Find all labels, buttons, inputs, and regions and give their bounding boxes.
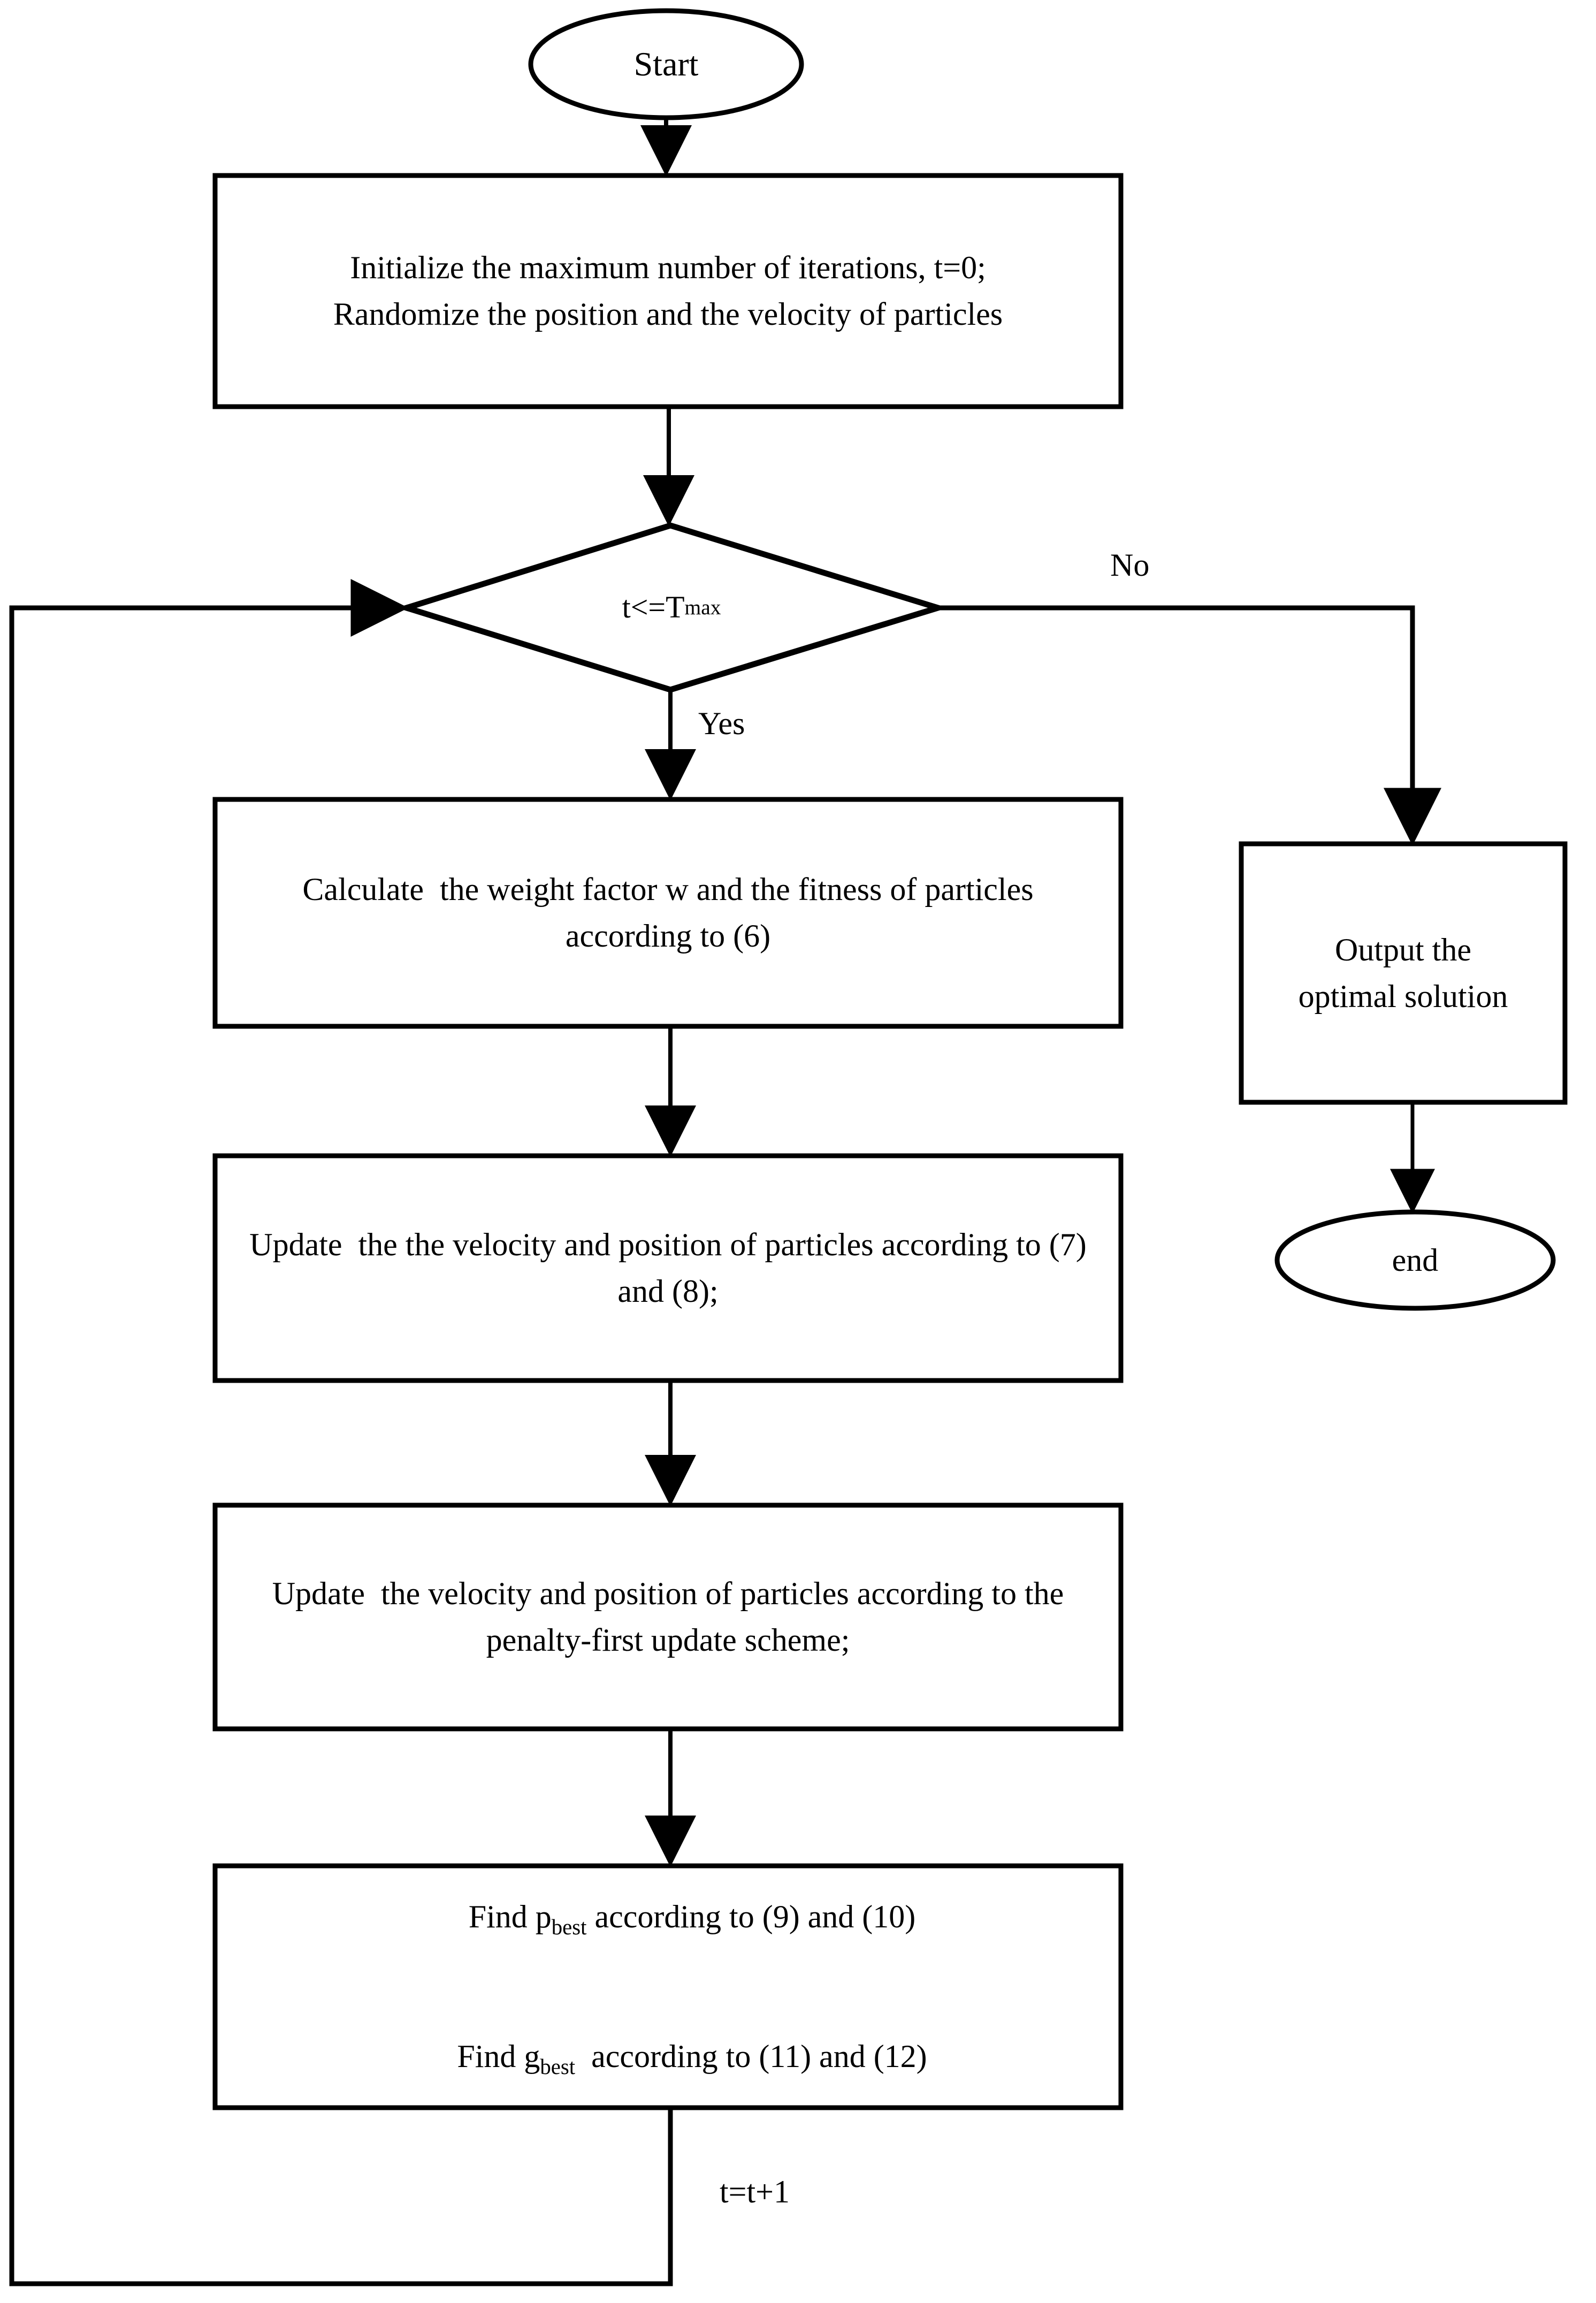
decision-diamond-shape [396,522,948,693]
edge-label-no: No [1110,547,1150,583]
edge-feedback-loop-to-decision [9,579,673,2286]
update-velocity-position-box-shape [212,1153,1124,1383]
end-ellipse-shape [1274,1209,1556,1311]
output-optimal-box-shape [1239,841,1568,1105]
edge-label-increment: t=t+1 [720,2174,790,2209]
find-best-box-shape [212,1863,1124,2110]
edge-label-yes: Yes [698,706,745,741]
start-ellipse-shape [528,8,804,120]
initialize-box-shape [212,173,1124,409]
calculate-weight-box-shape [212,797,1124,1029]
edge-decision-no-to-output [938,605,1441,846]
update-penalty-first-box-shape [212,1503,1124,1732]
